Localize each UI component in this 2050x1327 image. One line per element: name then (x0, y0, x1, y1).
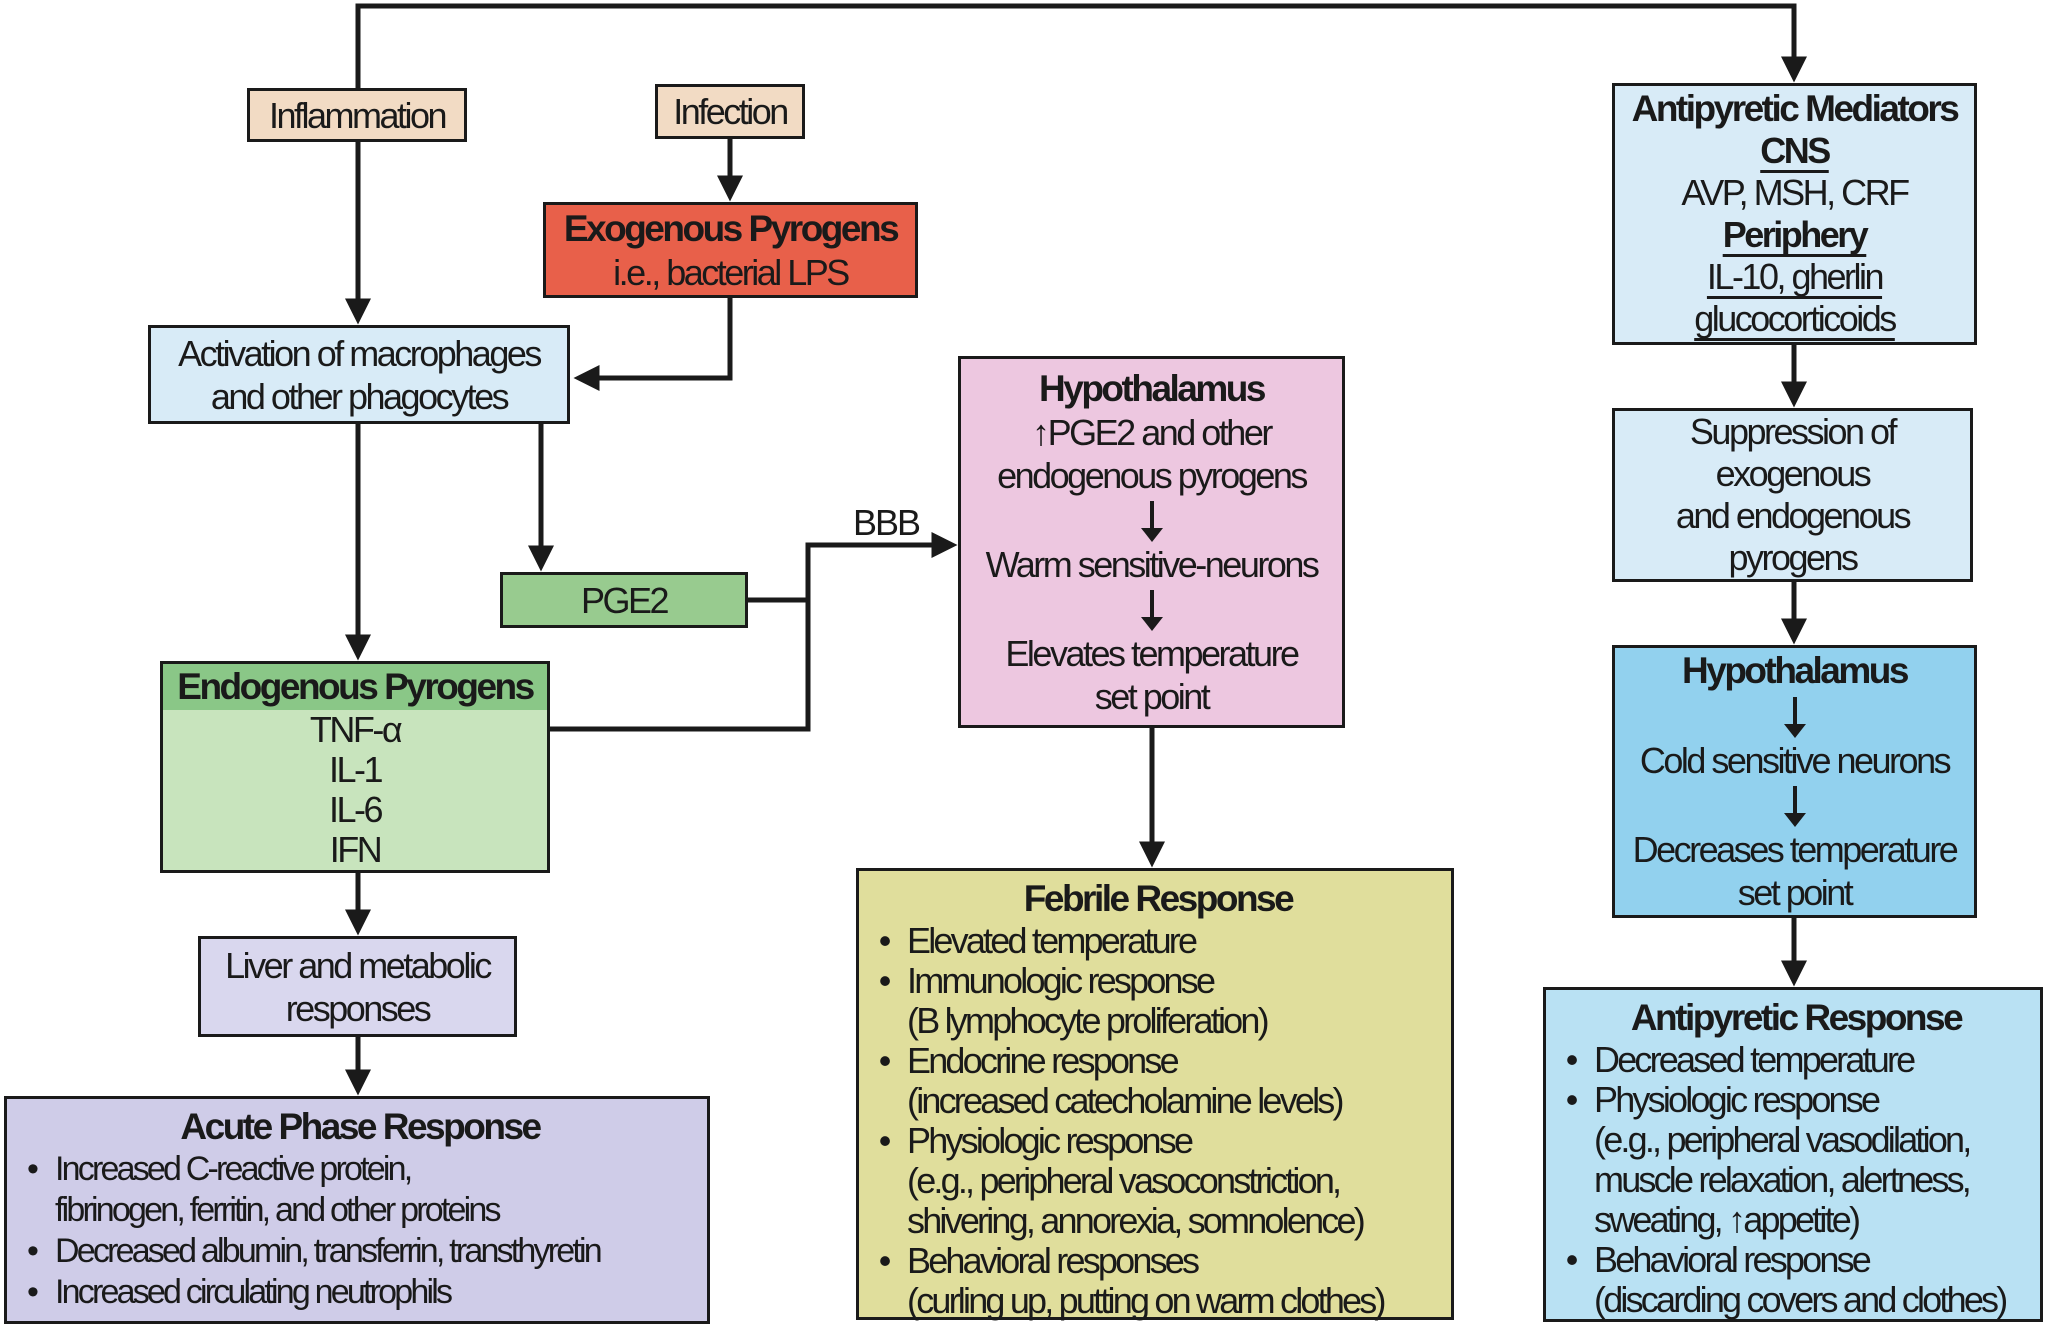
list-item: Decreased albumin, transferrin, transthy… (21, 1231, 603, 1272)
cns-items: AVP, MSH, CRF (1681, 172, 1910, 213)
list-item: Behavioral response (discarding covers a… (1560, 1239, 2008, 1320)
endogenous-pyrogens-header: Endogenous Pyrogens (163, 664, 547, 710)
periphery-line1: IL-10, gherlin (1706, 256, 1885, 297)
node-pyrogen-suppression: Suppression of exogenous and endogenous … (1612, 408, 1973, 582)
list-item: Decreased temperature (1560, 1039, 1916, 1080)
antipyretic-response-bullets: Decreased temperature Physiologic respon… (1560, 1040, 2032, 1320)
node-pge2: PGE2 (500, 572, 748, 628)
down-arrow-icon (1783, 786, 1806, 827)
bbb-label: BBB (852, 502, 921, 543)
endogenous-pyrogens-title: Endogenous Pyrogens (177, 666, 535, 707)
periphery-heading: Periphery (1722, 214, 1869, 255)
bullet-text: Decreased albumin, transferrin, transthy… (55, 1232, 603, 1270)
febrile-response-bullets: Elevated temperature Immunologic respons… (873, 921, 1443, 1321)
pge2-label: PGE2 (580, 579, 670, 621)
list-item: Increased C-reactive protein, fibrinogen… (21, 1149, 501, 1231)
bullet-text: Increased circulating neutrophils (55, 1273, 453, 1311)
node-hypothalamus-antipyretic: Hypothalamus Cold sensitive neurons Decr… (1612, 645, 1977, 918)
hypothalamus-antipyretic-title: Hypothalamus (1682, 650, 1909, 691)
list-item: Physiologic response (e.g., peripheral v… (1560, 1079, 1972, 1240)
macrophage-activation-label: Activation of macrophages and other phag… (178, 332, 542, 417)
node-liver-responses: Liver and metabolic responses (198, 936, 517, 1037)
endogenous-item: IFN (329, 829, 383, 870)
exogenous-pyrogens-subtitle: i.e., bacterial LPS (613, 251, 850, 293)
endogenous-item: IL-6 (328, 789, 384, 830)
node-acute-phase-response: Acute Phase Response Increased C-reactiv… (4, 1096, 710, 1324)
arrow-top-to-antipyretic-mediators (355, 3, 1807, 88)
inflammation-label: Inflammation (268, 94, 448, 136)
list-item: Immunologic response (B lymphocyte proli… (873, 960, 1270, 1041)
antipyretic-mediators-title: Antipyretic Mediators (1631, 88, 1960, 129)
node-macrophage-activation: Activation of macrophages and other phag… (148, 325, 570, 424)
list-item: Behavioral responses (curling up, puttin… (873, 1240, 1386, 1321)
periphery-line2: glucocorticoids (1694, 298, 1897, 339)
acute-phase-title: Acute Phase Response (180, 1106, 542, 1147)
febrile-response-title: Febrile Response (1023, 878, 1295, 919)
bullet-text: Increased C-reactive protein, fibrinogen… (55, 1150, 501, 1229)
node-antipyretic-mediators: Antipyretic Mediators CNS AVP, MSH, CRF … (1612, 83, 1977, 345)
bullet-text: Physiologic response (e.g., peripheral v… (1594, 1079, 1972, 1240)
endogenous-item: IL-1 (328, 749, 384, 790)
down-arrow-icon (1140, 500, 1163, 542)
hypothalamus-febrile-title: Hypothalamus (1039, 367, 1266, 409)
bullet-text: Immunologic response (B lymphocyte proli… (907, 960, 1270, 1041)
pyrogen-suppression-label: Suppression of exogenous and endogenous … (1675, 411, 1912, 578)
hypothalamus-antipyretic-step2: Decreases temperature set point (1632, 829, 1959, 913)
bullet-text: Endocrine response (increased catecholam… (907, 1040, 1344, 1121)
hypothalamus-febrile-step2: Warm sensitive-neurons (985, 543, 1320, 585)
list-item: Increased circulating neutrophils (21, 1272, 453, 1313)
hypothalamus-febrile-step1: ↑PGE2 and other endogenous pyrogens (997, 411, 1308, 496)
node-endogenous-pyrogens: Endogenous Pyrogens TNF-α IL-1 IL-6 IFN (160, 661, 550, 873)
bullet-text: Decreased temperature (1594, 1039, 1916, 1080)
infection-label: Infection (673, 91, 789, 132)
acute-phase-bullets: Increased C-reactive protein, fibrinogen… (21, 1149, 699, 1313)
exogenous-pyrogens-title: Exogenous Pyrogens (563, 207, 900, 249)
down-arrow-icon (1783, 697, 1806, 738)
list-item: Endocrine response (increased catecholam… (873, 1040, 1344, 1121)
bullet-text: Elevated temperature (907, 920, 1198, 961)
node-hypothalamus-febrile: Hypothalamus ↑PGE2 and other endogenous … (958, 356, 1345, 728)
list-item: Elevated temperature (873, 920, 1198, 961)
bullet-text: Physiologic response (e.g., peripheral v… (907, 1120, 1366, 1241)
node-inflammation: Inflammation (247, 88, 467, 142)
bullet-text: Behavioral responses (curling up, puttin… (907, 1240, 1386, 1321)
antipyretic-response-title: Antipyretic Response (1630, 997, 1964, 1038)
list-item: Physiologic response (e.g., peripheral v… (873, 1120, 1366, 1241)
node-infection: Infection (655, 84, 805, 139)
node-febrile-response: Febrile Response Elevated temperature Im… (856, 868, 1454, 1321)
down-arrow-icon (1140, 589, 1163, 631)
hypothalamus-antipyretic-step1: Cold sensitive neurons (1639, 740, 1952, 781)
endogenous-item: TNF-α (309, 709, 403, 750)
endogenous-pyrogens-items: TNF-α IL-1 IL-6 IFN (309, 709, 403, 870)
cns-heading: CNS (1760, 130, 1831, 171)
hypothalamus-febrile-step3: Elevates temperature set point (1005, 632, 1300, 717)
arrow-exogenous-to-activation (573, 298, 733, 391)
node-antipyretic-response: Antipyretic Response Decreased temperatu… (1543, 987, 2043, 1322)
liver-responses-label: Liver and metabolic responses (225, 944, 492, 1029)
node-exogenous-pyrogens: Exogenous Pyrogens i.e., bacterial LPS (543, 202, 918, 298)
bullet-text: Behavioral response (discarding covers a… (1594, 1239, 2008, 1320)
